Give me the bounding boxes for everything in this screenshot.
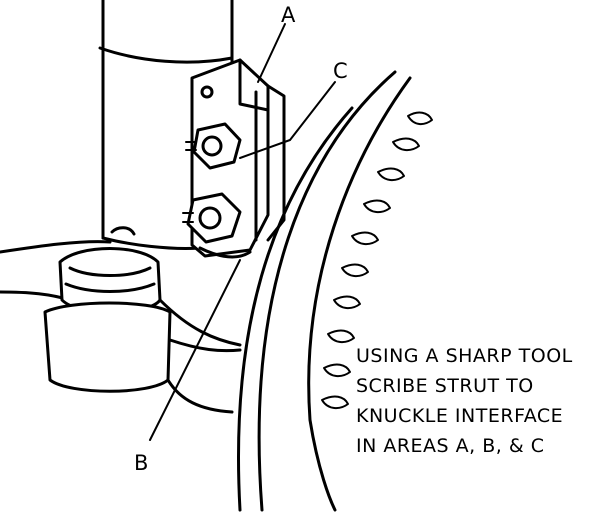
instruction-line-2: SCRIBE STRUT TO <box>356 375 534 397</box>
leader-b <box>149 259 241 441</box>
callout-a: A <box>281 3 296 27</box>
rotor-arcs <box>236 70 412 512</box>
instruction-line-1: USING A SHARP TOOL <box>356 345 573 367</box>
tone-ring-teeth <box>321 111 433 410</box>
lower-bolt <box>182 192 242 244</box>
instruction-note: USING A SHARP TOOL SCRIBE STRUT TO KNUCK… <box>356 345 573 457</box>
leader-lines <box>149 23 336 441</box>
strut-body <box>98 0 234 250</box>
callout-b: B <box>134 451 148 475</box>
callout-c: C <box>333 59 348 83</box>
instruction-line-3: KNUCKLE INTERFACE <box>356 405 563 427</box>
leader-a <box>257 23 286 83</box>
instruction-line-4: IN AREAS A, B, & C <box>356 435 544 457</box>
leader-c <box>239 81 336 159</box>
upper-bolt <box>185 122 242 170</box>
steering-knuckle <box>0 226 252 414</box>
